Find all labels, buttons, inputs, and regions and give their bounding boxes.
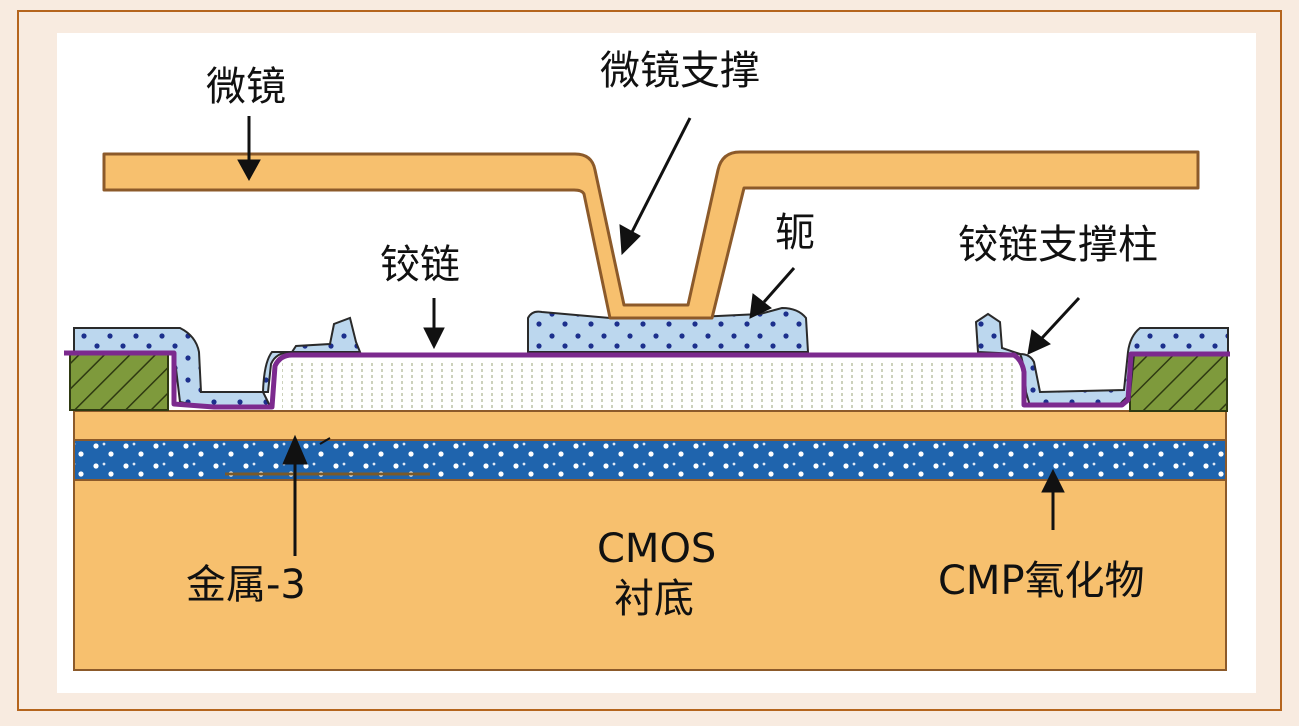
metal3-label: 金属-3 (186, 562, 306, 608)
mirror-support-label: 微镜支撑 (600, 48, 760, 94)
hinge-label: 铰链 (380, 242, 460, 288)
hinge-support-post-label: 铰链支撑柱 (958, 222, 1158, 268)
cmos-label-line1: CMOS (597, 526, 716, 572)
arrow-mirror-support (619, 117, 692, 256)
arrow-cmp-oxide (1041, 468, 1065, 530)
upper-substrate-layer (73, 410, 1227, 441)
arrow-yoke (749, 267, 796, 319)
arrow-hinge-support-post (1027, 296, 1081, 355)
arrow-micromirror (237, 116, 261, 182)
cmos-label-line2: 衬底 (614, 576, 694, 622)
right-electrode (1129, 354, 1228, 412)
micromirror (102, 150, 1200, 320)
arrow-metal3 (282, 434, 331, 556)
arrow-hinge (423, 298, 445, 350)
air-gap (282, 362, 1020, 410)
left-hinge-support-post (73, 316, 362, 407)
left-electrode (69, 351, 169, 411)
hinge-metal-layer (64, 350, 1230, 410)
cmp-oxide-label: CMP氧化物 (938, 558, 1145, 604)
micromirror-label: 微镜 (206, 64, 286, 110)
yoke (527, 306, 810, 353)
yoke-label: 轭 (775, 210, 815, 256)
